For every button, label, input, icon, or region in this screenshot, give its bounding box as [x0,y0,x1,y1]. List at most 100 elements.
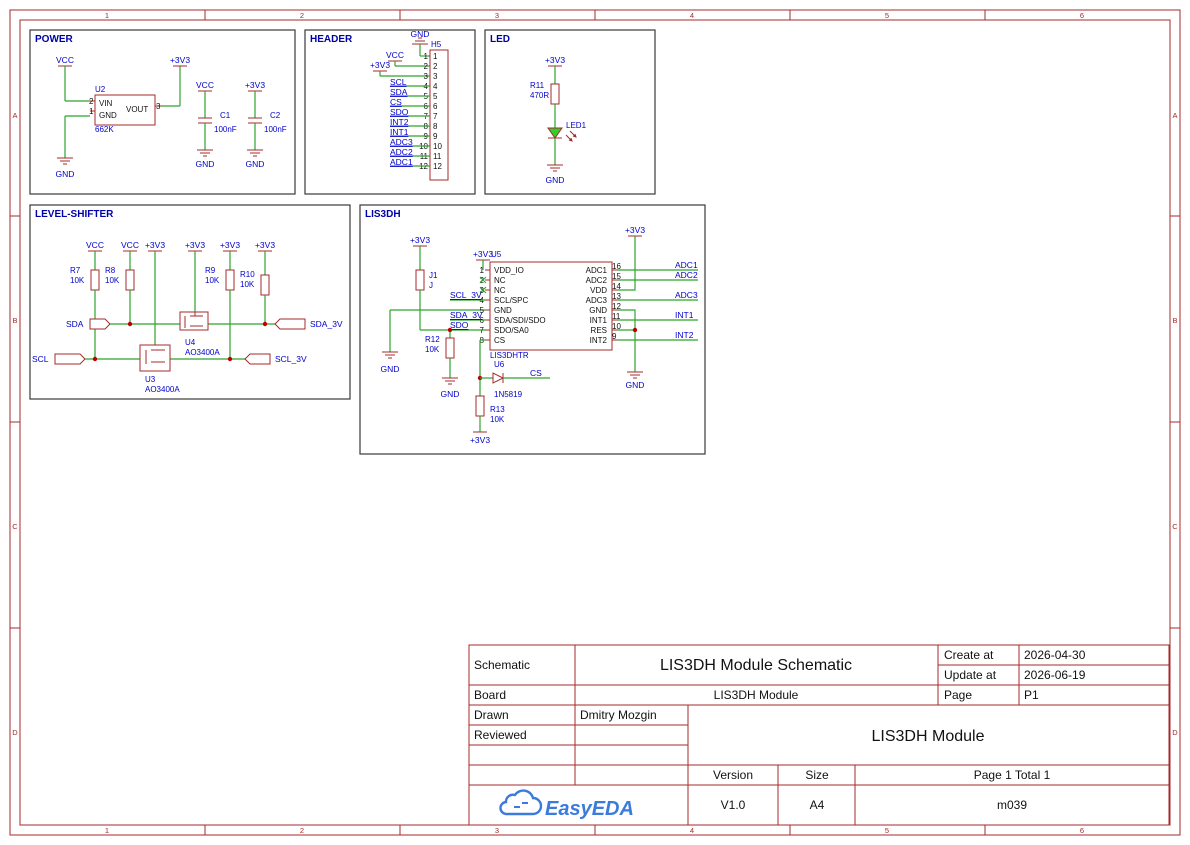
net-label-3v3: +3V3 [185,240,205,250]
u5-pin-name-sda-sdi-sdo: SDA/SDI/SDO [494,316,546,325]
u5-pin-name-nc: NC [494,276,506,285]
board-name: LIS3DH Module [714,688,799,702]
u5-pin-name-adc3: ADC3 [586,296,608,305]
val-r8: 10K [105,276,120,285]
header-signal-label-int1: INT1 [390,127,409,137]
ref-r12: R12 [425,335,440,344]
resistor-r8 [125,269,135,291]
ref-u2: U2 [95,85,106,94]
block-title-header: HEADER [310,34,353,45]
net-label-gnd: GND [546,175,565,185]
page-label: Page [944,688,972,702]
val-r12: 10K [425,345,440,354]
net-label-adc3: ADC3 [675,290,698,300]
row-label-left: A [12,111,17,120]
header-signal-label-scl: SCL [390,77,407,87]
ref-u5: U5 [491,250,502,259]
header-pin-number-right: 12 [433,162,442,171]
net-label-vcc: VCC [56,55,74,65]
ref-r10: R10 [240,270,255,279]
u5-pin-name-vdd-io: VDD_IO [494,266,524,275]
net-label-3v3: +3V3 [410,235,430,245]
schematic-title: LIS3DH Module Schematic [660,657,852,674]
net-label-adc1: ADC1 [675,260,698,270]
u5-pin-number: 14 [612,282,621,291]
net-label-gnd: GND [196,159,215,169]
schottky-diode-u6 [492,372,505,384]
drawn-label: Drawn [474,708,509,722]
net-label-gnd: GND [441,389,460,399]
net-label-vcc: VCC [121,240,139,250]
u5-pin-name-scl-spc: SCL/SPC [494,296,528,305]
block-title-level-shifter: LEVEL-SHIFTER [35,209,114,220]
ref-j1: J1 [429,271,438,280]
port-sda-3v [274,318,306,330]
col-label-bottom: 6 [1080,826,1084,835]
val-r11: 470R [530,91,549,100]
val-u4: AO3400A [185,348,220,357]
u5-pin-number: 7 [480,326,485,335]
ref-c2: C2 [270,111,281,120]
header-pin-number-right: 4 [433,82,438,91]
resistor-r9 [225,269,235,291]
u5-pin-name-cs: CS [494,336,505,345]
power-block: POWER VCC U2 VIN GND VOUT 2 1 3 662K GND… [29,29,296,195]
col-label-bottom: 3 [495,826,499,835]
size-label: Size [805,768,829,782]
lis3dh-u5-body [489,261,613,351]
col-label-bottom: 2 [300,826,304,835]
u5-pin-number: 10 [612,322,621,331]
header-signal-label-int2: INT2 [390,117,409,127]
u5-pin-name-adc1: ADC1 [586,266,608,275]
net-label-3v3: +3V3 [545,55,565,65]
ref-r7: R7 [70,266,81,275]
easyeda-logo: EasyEDA [499,789,634,820]
header-pin-number-right: 9 [433,132,438,141]
net-label-3v3: +3V3 [255,240,275,250]
document-id: m039 [997,798,1027,812]
u5-pin-number: 9 [612,332,617,341]
no-connect-icon [479,276,487,294]
row-label-right: C [1172,522,1178,531]
pin-gnd: GND [99,111,117,120]
net-label-int2: INT2 [675,330,694,340]
board-label: Board [474,688,506,702]
version-label: Version [713,768,753,782]
net-label-3v3: +3V3 [145,240,165,250]
col-label-top: 1 [105,11,109,20]
pin-num: 2 [89,97,94,106]
net-label-sda-3v: SDA_3V [450,310,483,320]
create-label: Create at [944,648,994,662]
version-value: V1.0 [721,798,746,812]
header-signal-label-cs: CS [390,97,402,107]
header-pin-number-right: 11 [433,152,442,161]
port-label-sda: SDA [66,319,84,329]
module-name: LIS3DH Module [872,728,985,745]
net-label-vcc: VCC [86,240,104,250]
header-pin-number-right: 1 [433,52,438,61]
val-u3: AO3400A [145,385,180,394]
update-label: Update at [944,668,997,682]
u5-pin-name-int1: INT1 [590,316,608,325]
net-label-3v3: +3V3 [470,435,490,445]
pin-num: 1 [89,107,94,116]
port-label-scl: SCL [32,354,49,364]
block-title-led: LED [490,34,510,45]
net-label-gnd: GND [626,380,645,390]
header-signal-label-sdo: SDO [390,107,409,117]
header-h5-body [429,49,449,181]
resistor-r7 [90,269,100,291]
val-u6: 1N5819 [494,390,523,399]
header-signal-label-adc1: ADC1 [390,157,413,167]
net-label-int1: INT1 [675,310,694,320]
u5-pin-name-res: RES [591,326,607,335]
header-signal-label-adc2: ADC2 [390,147,413,157]
net-label-gnd: GND [381,364,400,374]
reviewed-label: Reviewed [474,728,527,742]
net-label-3v3: +3V3 [245,80,265,90]
u5-pin-name-gnd: GND [589,306,607,315]
row-label-right: D [1172,728,1178,737]
regulator-u2-body [94,94,156,126]
u5-pin-number: 12 [612,302,621,311]
